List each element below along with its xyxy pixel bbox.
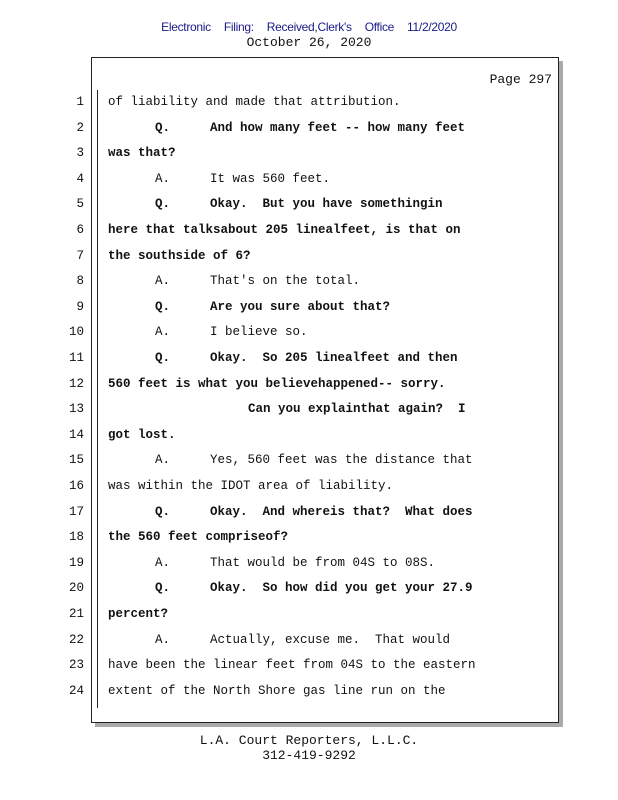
transcript-line: 7 the southside of 6? <box>0 249 618 269</box>
line-text: Okay. So 205 linealfeet and then <box>210 351 458 365</box>
transcript-line: 21 percent? <box>0 607 618 627</box>
filing-stamp: Electronic Filing: Received,Clerk's Offi… <box>161 20 457 34</box>
line-number: 5 <box>76 197 84 212</box>
transcript-line: 14 got lost. <box>0 428 618 448</box>
line-text: Okay. So how did you get your 27.9 <box>210 581 473 596</box>
line-number: 23 <box>68 658 84 673</box>
line-text: Actually, excuse me. That would <box>210 632 451 647</box>
transcript-line: 11 Q. Okay. So 205 linealfeet and then <box>0 351 618 371</box>
speaker-label: A. <box>155 274 171 289</box>
transcript-line: 23 have been the linear feet from 04S to … <box>0 658 618 678</box>
line-number: 11 <box>68 351 84 365</box>
transcript-line: 6 here that talksabout 205 linealfeet, is… <box>0 223 618 243</box>
transcript-line: 12 560 feet is what you believehappened--… <box>0 377 618 397</box>
line-number: 6 <box>76 223 84 237</box>
transcript-line: 18 the 560 feet compriseof? <box>0 530 618 550</box>
transcript-line: 24 extent of the North Shore gas line run… <box>0 684 618 704</box>
page-number: Page 297 <box>489 72 552 87</box>
transcript-line: 17 Q. Okay. And whereis that? What does <box>0 505 618 525</box>
line-number: 2 <box>76 120 84 135</box>
transcript-line: 1 of liability and made that attribution. <box>0 95 618 115</box>
transcript-line: 3 was that? <box>0 146 618 166</box>
line-text: the southside of 6? <box>108 248 251 263</box>
line-text: That's on the total. <box>210 274 361 289</box>
speaker-label: A. <box>155 632 171 647</box>
line-number: 3 <box>76 146 84 161</box>
line-number: 13 <box>68 402 84 417</box>
transcript-line: 22 A. Actually, excuse me. That would <box>0 633 618 653</box>
transcript-line: 19 A. That would be from 04S to 08S. <box>0 556 618 576</box>
line-text: I believe so. <box>210 325 308 340</box>
line-text: That would be from 04S to 08S. <box>210 555 436 570</box>
line-number: 4 <box>76 171 84 186</box>
transcript-line: 5 Q. Okay. But you have somethingin <box>0 197 618 217</box>
transcript-line: 4 A. It was 560 feet. <box>0 172 618 192</box>
speaker-label: A. <box>155 171 171 186</box>
line-number: 17 <box>68 504 84 519</box>
speaker-label: Q. <box>155 299 171 314</box>
line-text: percent? <box>108 607 169 621</box>
transcript-line: 20 Q. Okay. So how did you get your 27.9 <box>0 581 618 601</box>
line-text: Are you sure about that? <box>210 299 391 314</box>
page-frame <box>91 57 559 723</box>
speaker-label: A. <box>155 453 171 468</box>
speaker-label: Q. <box>155 581 171 596</box>
speaker-label: Q. <box>155 351 171 365</box>
line-number: 7 <box>76 248 84 263</box>
line-number: 12 <box>68 376 84 391</box>
line-number: 20 <box>68 581 84 596</box>
line-text: was within the IDOT area of liability. <box>108 479 394 493</box>
line-number: 10 <box>68 325 84 340</box>
transcript-line: 16 was within the IDOT area of liability. <box>0 479 618 499</box>
line-number: 1 <box>76 95 84 109</box>
transcript-line: 15 A. Yes, 560 feet was the distance that <box>0 453 618 473</box>
speaker-label: Q. <box>155 504 171 519</box>
transcript-line: 8 A. That's on the total. <box>0 274 618 294</box>
line-number: 22 <box>68 632 84 647</box>
line-number: 19 <box>68 555 84 570</box>
line-text: It was 560 feet. <box>210 171 331 186</box>
line-number: 21 <box>68 607 84 621</box>
speaker-label: Q. <box>155 197 171 212</box>
line-number: 15 <box>68 453 84 468</box>
speaker-label: A. <box>155 555 171 570</box>
line-number: 9 <box>76 299 84 314</box>
line-text: 560 feet is what you believehappened-- s… <box>108 376 446 391</box>
transcript-line: 2 Q. And how many feet -- how many feet <box>0 121 618 141</box>
speaker-label: A. <box>155 325 171 340</box>
line-number: 18 <box>68 530 84 545</box>
line-text: got lost. <box>108 427 176 442</box>
line-text: Okay. And whereis that? What does <box>210 504 473 519</box>
line-text: extent of the North Shore gas line run o… <box>108 683 446 698</box>
transcript-line: 9 Q. Are you sure about that? <box>0 300 618 320</box>
line-text: the 560 feet compriseof? <box>108 530 289 545</box>
reporter-company: L.A. Court Reporters, L.L.C. <box>199 733 419 748</box>
line-text: And how many feet -- how many feet <box>210 120 466 135</box>
line-text: Can you explainthat again? I <box>248 402 466 417</box>
line-number: 24 <box>68 683 84 698</box>
footer: L.A. Court Reporters, L.L.C. 312-419-929… <box>0 733 618 763</box>
line-text: have been the linear feet from 04S to th… <box>108 658 476 673</box>
line-number: 14 <box>68 427 84 442</box>
reporter-phone: 312-419-9292 <box>262 748 356 763</box>
line-number: 8 <box>76 274 84 289</box>
line-number: 16 <box>68 479 84 493</box>
transcript-date: October 26, 2020 <box>246 35 372 50</box>
line-text: Okay. But you have somethingin <box>210 197 443 212</box>
line-text: was that? <box>108 146 176 161</box>
line-text: of liability and made that attribution. <box>108 95 401 109</box>
transcript-line: 13 Can you explainthat again? I <box>0 402 618 422</box>
margin-rule <box>97 90 98 708</box>
speaker-label: Q. <box>155 120 171 135</box>
transcript-line: 10 A. I believe so. <box>0 325 618 345</box>
line-text: Yes, 560 feet was the distance that <box>210 453 473 468</box>
line-text: here that talksabout 205 linealfeet, is … <box>108 223 461 237</box>
